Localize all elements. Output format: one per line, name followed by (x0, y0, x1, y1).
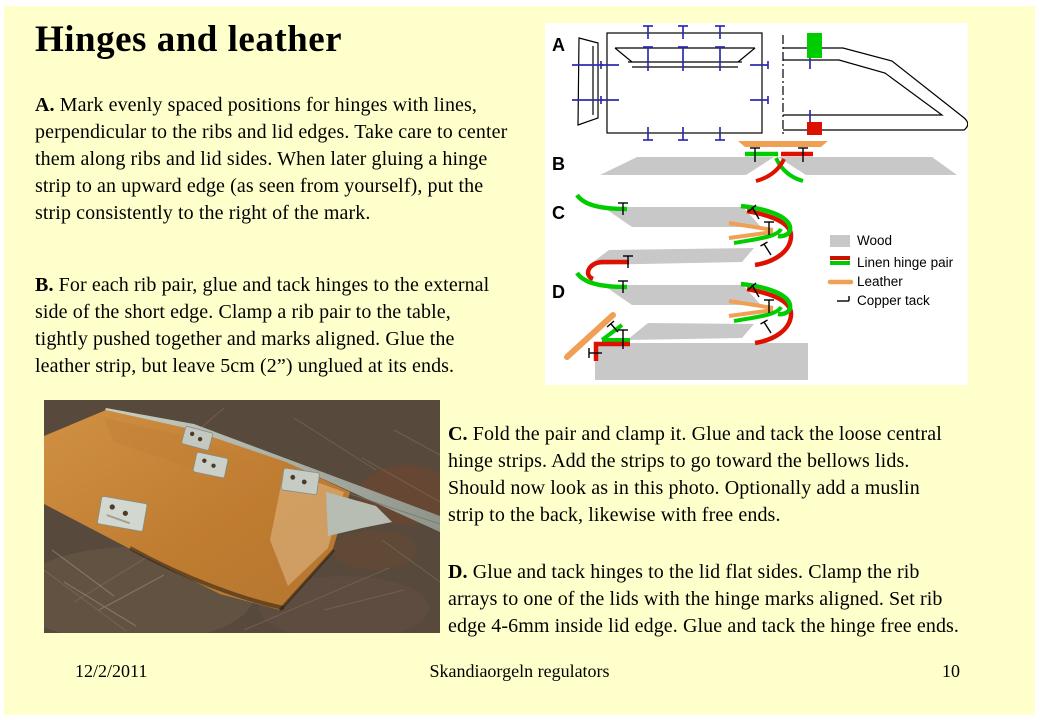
footer-page-number: 10 (942, 661, 960, 681)
wood-rib-bottom (627, 323, 754, 340)
fold-hinges (728, 203, 794, 268)
footer-date: 12/2/2011 (75, 661, 148, 681)
hinge-tab (192, 451, 229, 479)
diagram-section-b: B (552, 141, 957, 183)
diagram-label-d: D (552, 282, 565, 302)
red-hinge-block (807, 122, 822, 135)
hinge-marks-lid (600, 25, 769, 141)
copper-tack (618, 202, 628, 215)
wood-lid (595, 343, 808, 380)
paragraph-d-label: D. (448, 561, 468, 583)
diagram-section-d: D (552, 271, 808, 380)
diagram-label-a: A (552, 35, 565, 55)
page-title: Hinges and leather (35, 19, 343, 60)
green-hinge-free-end (575, 271, 628, 290)
paragraph-b: B. For each rib pair, glue and tack hing… (35, 272, 565, 380)
paragraph-d: D. Glue and tack hinges to the lid flat … (448, 559, 1040, 640)
leather-strip (738, 141, 828, 147)
wood-rib-right (778, 157, 957, 175)
metal-nose (326, 492, 392, 536)
legend-leather-label: Leather (857, 274, 903, 289)
hinge-tab (97, 495, 148, 532)
rib-side-view (577, 37, 599, 126)
green-hinge-loose-end (774, 157, 804, 183)
footer-title: Skandiaorgeln regulators (429, 661, 610, 681)
slide-background: Hinges and leather A. Mark evenly spaced… (4, 6, 1035, 715)
paragraph-b-text: For each rib pair, glue and tack hinges … (35, 274, 490, 377)
paragraph-a: A. Mark evenly spaced positions for hing… (35, 92, 565, 227)
paragraph-c: C. Fold the pair and clamp it. Glue and … (448, 421, 1040, 529)
rib-pair-photo-art (44, 400, 440, 633)
wood-rib-left (600, 157, 774, 175)
copper-tack (623, 255, 633, 268)
hinge-marks-side (572, 64, 603, 101)
legend-tack-swatch (837, 296, 850, 302)
paragraph-c-label: C. (448, 423, 468, 445)
hinge-tab (181, 426, 213, 451)
diagram-section-c: C (552, 193, 794, 282)
diagram-section-a: A (552, 25, 968, 141)
diagram-legend: Wood Linen hinge pair Leather Copper tac… (827, 233, 954, 308)
paragraph-c-text: Fold the pair and clamp it. Glue and tac… (448, 423, 942, 526)
legend-wood-swatch (830, 235, 850, 247)
hinge-diagram: A (545, 23, 968, 385)
copper-tacks (750, 147, 808, 162)
fold-hinges (728, 281, 794, 346)
rib-pair-cross-section (782, 33, 968, 136)
diagram-label-c: C (552, 203, 565, 223)
wood-rib-top (603, 207, 761, 227)
legend-linen-label: Linen hinge pair (857, 255, 954, 270)
wood-rib-top (603, 285, 761, 305)
hinge-tab (280, 467, 320, 495)
legend-tack-label: Copper tack (857, 293, 930, 308)
copper-tack (618, 280, 628, 293)
rib-pair-photo (44, 400, 440, 633)
hinge-diagram-svg: A (545, 23, 968, 385)
leather-free-end (564, 312, 616, 360)
red-hinge-free-end (585, 259, 629, 282)
green-hinge-block (807, 33, 822, 58)
paragraph-a-text: Mark evenly spaced positions for hinges … (35, 94, 508, 224)
lid-edge-hinge (564, 312, 630, 361)
red-hinge-loose-end (755, 158, 786, 183)
paragraph-d-text: Glue and tack hinges to the lid flat sid… (448, 561, 960, 637)
legend-wood-label: Wood (857, 233, 892, 248)
paragraph-b-label: B. (35, 274, 54, 296)
green-hinge-free-end (575, 193, 628, 212)
paragraph-a-label: A. (35, 94, 55, 116)
diagram-label-b: B (552, 154, 565, 174)
wood-rib-pair (44, 410, 350, 610)
wood-rib-bottom (589, 248, 754, 265)
